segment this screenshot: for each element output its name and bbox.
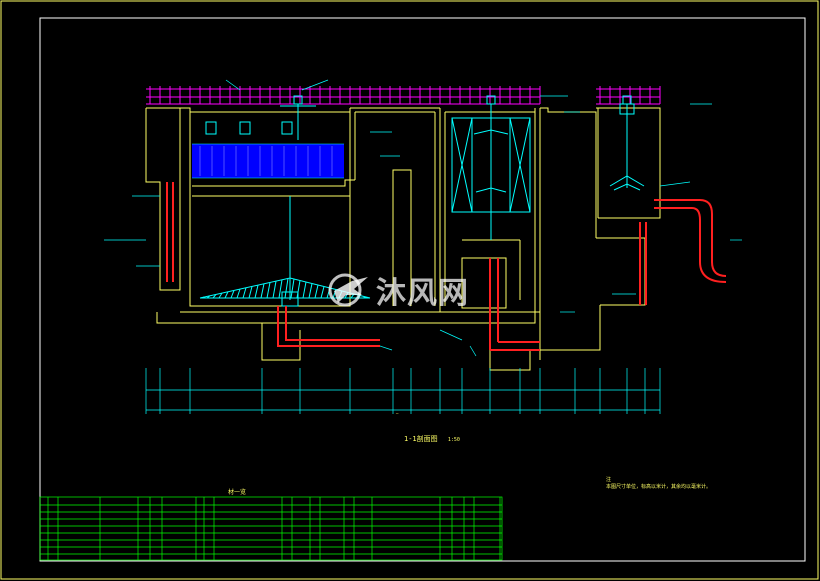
scraper-tooth [290, 278, 295, 299]
label-dimension-total: ─ [396, 411, 399, 416]
scraper-tooth [206, 295, 211, 299]
section-scale: 1:50 [447, 437, 460, 443]
scraper-tooth [302, 281, 307, 299]
section-title-text: 1-1剖面图 [404, 435, 438, 443]
scraper-tooth [254, 284, 259, 299]
table-caption: 材一览 [228, 489, 247, 496]
scraper-tooth [242, 287, 247, 299]
tank-structure [145, 107, 661, 371]
scraper-tooth [272, 281, 277, 299]
parts-table [39, 496, 503, 561]
scraper-tooth [278, 279, 283, 299]
scraper-tooth [236, 288, 241, 299]
scraper-tooth [320, 286, 325, 299]
scraper-tooth [260, 283, 265, 299]
dimension-lines [145, 368, 661, 414]
scraper-tooth [212, 294, 217, 299]
watermark: 沐风网 [328, 268, 469, 312]
walkway-railing [146, 86, 661, 105]
note-text: 本图尺寸单位，标高以米计，其余均以毫米计。 [606, 484, 712, 490]
process-piping [166, 182, 727, 351]
scraper-tooth [308, 283, 313, 299]
scraper-tooth [224, 291, 229, 299]
note-title: 注 [606, 477, 612, 483]
equipment [199, 95, 645, 307]
scraper-tooth [230, 290, 235, 299]
scraper-tooth [248, 286, 253, 299]
scraper-tooth [284, 278, 289, 299]
leader-lines [104, 79, 742, 357]
scraper-tooth [314, 284, 319, 299]
scraper-tooth [200, 296, 205, 299]
scraper-tooth [218, 292, 223, 299]
section-title: 1-1剖面图 1:50 [404, 434, 460, 444]
drawing-note: 注 本图尺寸单位，标高以米计，其余均以毫米计。 [606, 477, 716, 491]
water-zone [192, 143, 344, 179]
mufeng-bird-logo-icon [328, 273, 368, 307]
watermark-text: 沐风网 [376, 276, 469, 311]
scraper-tooth [362, 296, 367, 299]
scraper-tooth [266, 282, 271, 299]
inner-frame [39, 17, 806, 562]
